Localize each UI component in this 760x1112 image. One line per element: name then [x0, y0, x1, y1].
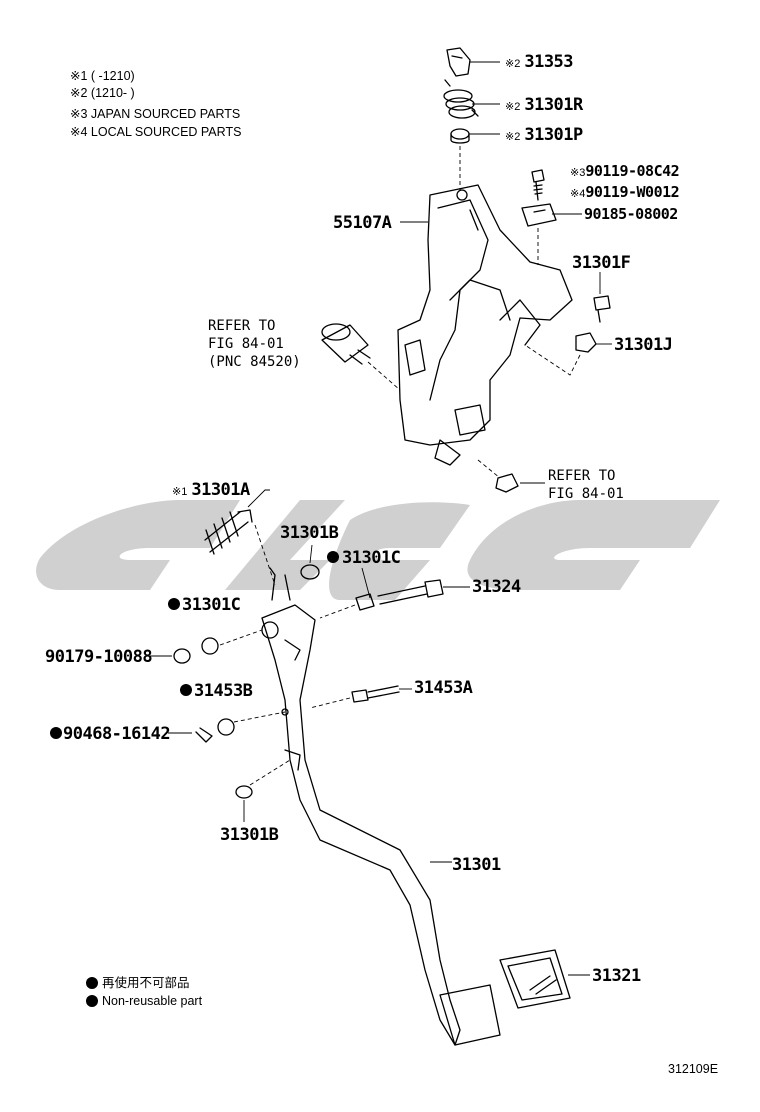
- part-nut-90185: [521, 203, 557, 227]
- callout-31301C-left: 31301C: [182, 595, 240, 615]
- legend-en: Non-reusable part: [102, 994, 203, 1008]
- part-bolt-90119: [531, 169, 545, 201]
- callout-31301F: 31301F: [572, 253, 631, 273]
- part-cushion-31301B-bottom: [235, 785, 253, 799]
- part-bushing-31301P: [450, 128, 470, 144]
- note-3: ※3 JAPAN SOURCED PARTS: [70, 107, 240, 121]
- callout-90119-W0012: ※490119-W0012: [570, 183, 679, 201]
- part-pad-31321: [499, 949, 571, 1009]
- svg-text:FIG 84-01: FIG 84-01: [548, 486, 624, 502]
- nonreusable-dot: [168, 598, 180, 610]
- svg-text:(PNC 84520): (PNC 84520): [208, 354, 301, 370]
- notes-block: ※1 ( -1210) ※2 (1210- ) ※3 JAPAN SOURCED…: [70, 69, 241, 139]
- legend-jp: 再使用不可部品: [102, 975, 190, 990]
- part-pedal-pad: [439, 984, 501, 1046]
- part-nut-refer: [495, 473, 519, 493]
- part-stop-switch: [321, 323, 371, 365]
- callout-31301B-bottom: 31301B: [220, 825, 279, 845]
- part-bolt-31301F: [593, 295, 611, 323]
- part-bracket-55107A: [397, 184, 573, 466]
- callout-90179: 90179-10088: [45, 647, 152, 667]
- part-pedal-arm-31301: [261, 567, 461, 1046]
- callout-31301C-right: 31301C: [342, 548, 400, 568]
- leader-lines: [150, 61, 612, 976]
- legend-dot: [86, 977, 98, 989]
- legend-dot: [86, 995, 98, 1007]
- callout-31324: 31324: [472, 577, 521, 597]
- svg-text:REFER TO: REFER TO: [208, 318, 275, 334]
- callout-90119-08C42: ※390119-08C42: [570, 162, 679, 180]
- svg-text:REFER TO: REFER TO: [548, 468, 615, 484]
- part-cushion-31301B-top: [300, 564, 320, 580]
- callout-31321: 31321: [592, 966, 641, 986]
- part-bushing-31301C-left: [201, 637, 219, 655]
- part-spring-31301R: [443, 79, 479, 119]
- callout-90468: 90468-16142: [63, 724, 170, 744]
- svg-text:FIG 84-01: FIG 84-01: [208, 336, 284, 352]
- callout-31301J: 31301J: [614, 335, 672, 355]
- part-pin-31453A: [351, 685, 400, 703]
- callout-90185: 90185-08002: [584, 205, 678, 223]
- note-2: ※2 (1210- ): [70, 86, 135, 100]
- part-clip-90468: [195, 727, 213, 743]
- callout-31301B-top: 31301B: [280, 523, 339, 543]
- refer-switch: REFER TO FIG 84-01 (PNC 84520): [208, 318, 301, 370]
- nonreusable-dot: [50, 727, 62, 739]
- callout-31301: 31301: [452, 855, 501, 875]
- part-collar-90179: [173, 648, 191, 664]
- legend: 再使用不可部品 Non-reusable part: [86, 975, 203, 1008]
- refer-nut: REFER TO FIG 84-01: [548, 468, 624, 502]
- callout-31453A: 31453A: [414, 678, 473, 698]
- note-1: ※1 ( -1210): [70, 69, 135, 83]
- part-collar-31301C-right: [355, 593, 375, 611]
- part-bolt-31324: [377, 579, 444, 605]
- callout-55107A: 55107A: [333, 213, 392, 233]
- part-nut-31301J: [575, 332, 597, 353]
- nonreusable-dot: [180, 684, 192, 696]
- part-clip-31353: [446, 47, 471, 77]
- callout-31453B: 31453B: [194, 681, 253, 701]
- figure-id: 312109E: [668, 1062, 718, 1076]
- part-spring-31301A: [204, 509, 253, 555]
- note-4: ※4 LOCAL SOURCED PARTS: [70, 125, 241, 139]
- part-bushing-31453B: [217, 718, 235, 736]
- nonreusable-dot: [327, 551, 339, 563]
